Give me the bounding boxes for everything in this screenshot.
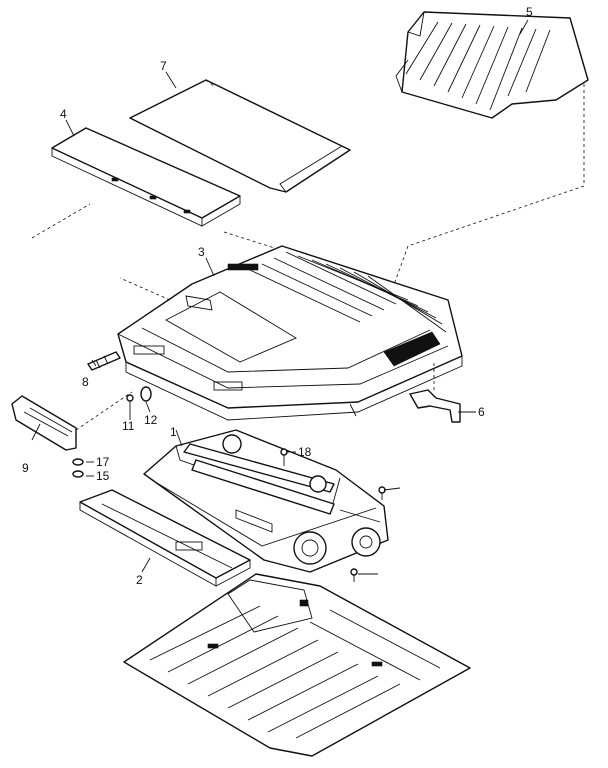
callout-16: 18 xyxy=(298,445,312,459)
washer-12 xyxy=(140,386,152,402)
part-5-alignment-line xyxy=(391,84,585,291)
part-2-lower-tray xyxy=(79,489,251,587)
callout-8: 8 xyxy=(82,375,89,389)
washer-15 xyxy=(72,458,84,466)
screw-17 xyxy=(378,486,386,500)
circuit-board xyxy=(123,573,471,757)
part-9-front-bracket xyxy=(11,391,133,451)
leader-lines xyxy=(31,19,529,575)
callout-2: 2 xyxy=(136,573,143,587)
part-1-mechanism xyxy=(143,429,389,573)
part-5-paper-guide xyxy=(395,11,589,119)
callout-7: 7 xyxy=(160,59,167,73)
part-3-main-housing xyxy=(117,245,463,421)
callout-15: 17 xyxy=(96,455,110,469)
screw-13 xyxy=(72,470,84,478)
callout-5: 5 xyxy=(526,5,533,19)
callout-13: 15 xyxy=(96,469,110,483)
callout-11: 11 xyxy=(122,419,135,433)
part-7-dash xyxy=(205,79,215,87)
part-4-dash-left xyxy=(31,203,91,239)
callout-labels: 5 7 4 3 8 6 9 11 12 17 15 1 18 2 xyxy=(22,5,533,587)
callout-3: 3 xyxy=(198,245,205,259)
callout-12: 12 xyxy=(144,413,158,427)
callout-9: 9 xyxy=(22,461,29,475)
callout-6: 6 xyxy=(478,405,485,419)
screw-18 xyxy=(350,568,358,582)
screw-11 xyxy=(126,394,134,410)
part-4-front-lid xyxy=(51,127,241,227)
part-3-dash xyxy=(119,277,171,301)
callout-4: 4 xyxy=(60,107,67,121)
callout-1: 1 xyxy=(170,425,177,439)
part-6-bracket xyxy=(409,360,461,423)
part-7-cover-panel xyxy=(129,79,351,193)
